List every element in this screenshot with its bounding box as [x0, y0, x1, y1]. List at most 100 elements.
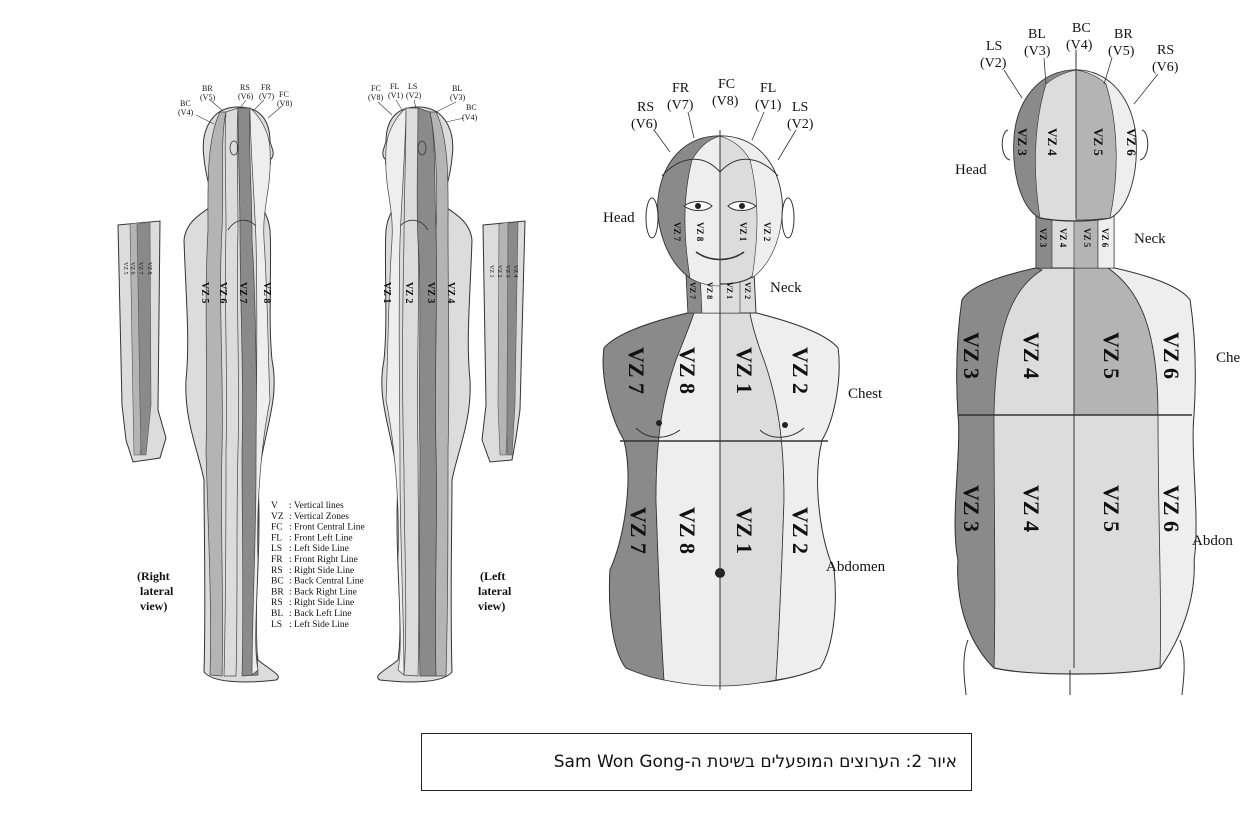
nipple-point	[782, 422, 788, 428]
zone-label: VZ 2	[788, 347, 813, 394]
zone-label: VZ 3	[1015, 128, 1030, 156]
line-code: (V2)	[406, 91, 421, 100]
pectoral-line	[759, 427, 805, 438]
legend-abbr: FR	[271, 555, 283, 565]
front-top-labels: RS (V6) FR (V7) FC (V8) FL (V1) LS (V2)	[631, 77, 814, 161]
zone-label: VZ 5	[199, 282, 210, 303]
line-name: BC	[466, 103, 477, 112]
zone-label: VZ 3	[959, 485, 984, 532]
ear-icon	[1001, 129, 1149, 161]
zone-label: VZ 2	[403, 282, 414, 303]
zone-vz1	[385, 107, 407, 676]
legend-abbr: V	[271, 501, 278, 511]
view-label: lateral	[478, 584, 512, 598]
pupil	[695, 203, 701, 209]
arm-zone-label: VZ 3	[504, 265, 510, 278]
line-code: (V7)	[667, 98, 694, 113]
legend-desc: : Front Central Line	[289, 523, 365, 533]
zone-vz5	[205, 111, 227, 677]
left-arm: VZ 1 VZ 2 VZ 3 VZ 4	[481, 220, 526, 463]
line-name: RS	[637, 100, 654, 115]
zone-label: VZ 7	[688, 282, 697, 299]
view-label: view)	[478, 599, 505, 613]
head-vz6	[1075, 69, 1137, 219]
zone-label: VZ 3	[959, 332, 984, 379]
legend-desc: : Vertical Zones	[289, 512, 349, 522]
line-code: (V8)	[368, 93, 383, 102]
region-label-chest: Chest	[848, 386, 883, 402]
head-vz2	[719, 135, 783, 279]
line-code: (V4)	[462, 113, 477, 122]
line-code: (V6)	[1152, 60, 1179, 75]
line-name: BC	[1072, 21, 1091, 36]
figure-caption-box: איור 2: הערוצים המופעלים בשיטת ה-Sam Won…	[421, 733, 972, 791]
legend-abbr: BL	[271, 609, 283, 619]
legend-abbr: BC	[271, 577, 284, 587]
line-code: (V2)	[787, 117, 814, 132]
zone-label: VZ 2	[762, 222, 772, 242]
zone-label: VZ 3	[1038, 228, 1048, 248]
ear-icon	[229, 140, 239, 156]
legend-abbr: FL	[271, 533, 282, 543]
line-code: (V2)	[980, 56, 1007, 71]
zone-label: VZ 7	[624, 347, 649, 394]
zone-vz8	[655, 312, 721, 687]
line-name: FR	[672, 81, 690, 96]
line-name: FL	[390, 82, 399, 91]
zone-label: VZ 7	[237, 282, 248, 303]
legend-abbr: LS	[271, 544, 282, 554]
region-label-neck: Neck	[770, 280, 802, 296]
zone-vz6	[223, 107, 239, 677]
ear-icon	[417, 140, 427, 156]
zone-label: VZ 5	[1082, 228, 1092, 248]
zone-label: VZ 4	[445, 282, 456, 303]
zone-label: VZ 1	[732, 507, 757, 554]
line-code: (V1)	[388, 91, 403, 100]
legend-desc: : Front Right Line	[289, 555, 358, 565]
arm-zone-label: VZ 6	[129, 262, 135, 275]
zone-label: VZ 5	[1099, 332, 1124, 379]
shoulder-line	[399, 219, 429, 231]
zone-label: VZ 8	[695, 222, 705, 242]
legend-abbr: LS	[271, 620, 282, 630]
line-name: BL	[1028, 27, 1046, 42]
zone-label: VZ 7	[672, 222, 682, 242]
legend-abbr: RS	[271, 566, 283, 576]
line-code: (V6)	[238, 92, 253, 101]
line-code: (V1)	[755, 98, 782, 113]
back-view: LS (V2) BL (V3) BC (V4) BR (V5) RS (V6) …	[954, 21, 1240, 696]
line-code: (V3)	[1024, 44, 1051, 59]
front-view: RS (V6) FR (V7) FC (V8) FL (V1) LS (V2) …	[602, 77, 886, 690]
legend-abbr: FC	[271, 523, 283, 533]
line-name: FC	[279, 90, 289, 99]
line-code: (V8)	[712, 94, 739, 109]
zone-label: VZ 7	[626, 507, 651, 554]
ear-icon	[781, 197, 795, 239]
line-code: (V4)	[178, 108, 193, 117]
region-label-head: Head	[955, 162, 987, 178]
legend-desc: : Front Left Line	[289, 532, 353, 543]
line-name: RS	[1157, 43, 1174, 58]
hip-lines	[963, 639, 1185, 696]
zone-label: VZ 1	[725, 282, 734, 299]
legend-desc: : Back Central Line	[289, 577, 364, 587]
legend-abbr: BR	[271, 587, 284, 597]
arm-zone-label: VZ 2	[496, 265, 502, 278]
right-top-labels: BC (V4) BR (V5) RS (V6) FR (V7) FC (V8)	[178, 83, 292, 125]
zone-label: VZ 1	[738, 222, 748, 242]
right-lateral-view: VZ 5 VZ 6 VZ 7 VZ 8 VZ 5 VZ 6 VZ 7 VZ 8 …	[117, 83, 292, 683]
zone-label: VZ 2	[743, 282, 752, 299]
view-label: (Right	[137, 569, 170, 583]
legend-desc: : Right Side Line	[289, 598, 354, 608]
zone-label: VZ 2	[788, 507, 813, 554]
line-code: (V5)	[1108, 44, 1135, 59]
line-code: (V8)	[277, 99, 292, 108]
head-vz3	[1013, 69, 1077, 219]
line-name: BR	[202, 84, 213, 93]
legend-abbr: VZ	[271, 512, 284, 522]
back-top-labels: LS (V2) BL (V3) BC (V4) BR (V5) RS (V6)	[980, 21, 1179, 105]
line-name: FC	[718, 77, 735, 92]
shoulder-line	[227, 219, 257, 231]
right-arm: VZ 5 VZ 6 VZ 7 VZ 8	[117, 220, 167, 463]
